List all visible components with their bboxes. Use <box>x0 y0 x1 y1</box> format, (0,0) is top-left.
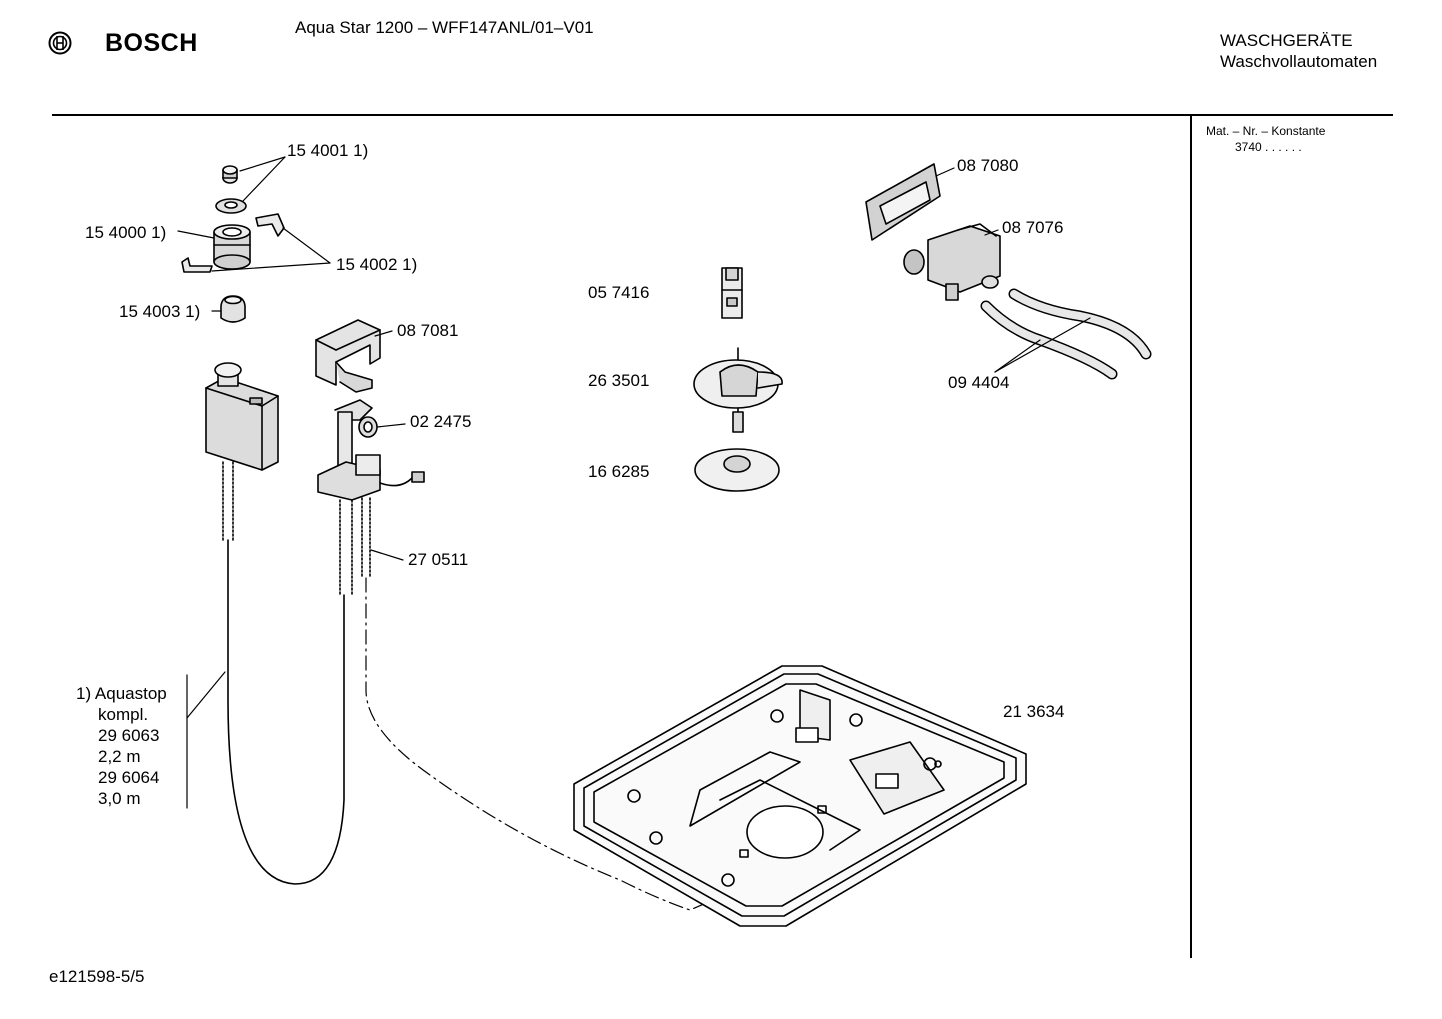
category-block: WASCHGERÄTE Waschvollautomaten <box>1220 30 1377 72</box>
leader-lines-aquastop <box>177 156 331 312</box>
inlet-hose-assembly <box>317 399 425 596</box>
part-label-094404: 09 4404 <box>948 373 1010 392</box>
part-label-087080: 08 7080 <box>957 156 1019 175</box>
note-line-3: 29 6063 <box>98 726 160 745</box>
part-label-154002: 15 4002 1) <box>336 255 418 274</box>
header-divider <box>52 114 1393 116</box>
aquastop-valve-box <box>205 362 279 471</box>
brand-name: BOSCH <box>105 29 198 57</box>
sidebar-divider <box>1190 116 1192 958</box>
note-line-6: 3,0 m <box>98 789 141 808</box>
nut-part-154001 <box>222 165 238 184</box>
part-label-022475: 02 2475 <box>410 412 472 431</box>
valve-part-087076 <box>903 223 1001 301</box>
panel-part-087080 <box>865 163 941 241</box>
part-label-154001: 15 4001 1) <box>287 141 369 160</box>
coupling-part-154000 <box>213 224 251 270</box>
clip-part-154002 <box>181 213 285 273</box>
sidebar-heading: Mat. – Nr. – Konstante <box>1206 124 1326 138</box>
seal-ring-part-022475 <box>358 416 378 438</box>
category-label: WASCHGERÄTE <box>1220 31 1353 50</box>
part-label-166285: 16 6285 <box>588 462 650 481</box>
part-label-154003: 15 4003 1) <box>119 302 201 321</box>
note-line-1: 1) Aquastop <box>76 684 167 703</box>
aquastop-hose <box>222 461 345 885</box>
subcategory-label: Waschvollautomaten <box>1220 52 1378 71</box>
aquastop-note-bracket <box>186 671 226 809</box>
washer-part-154001 <box>215 198 247 214</box>
document-id: e121598-5/5 <box>49 967 145 986</box>
part-label-087081: 08 7081 <box>397 321 459 340</box>
cover-part-087081 <box>315 319 381 393</box>
part-label-057416: 05 7416 <box>588 283 650 302</box>
routing-line <box>365 577 801 911</box>
connector-part-057416 <box>721 267 743 319</box>
cap-part-154003 <box>220 295 246 323</box>
aquastop-note: 1) Aquastop kompl. 29 6063 2,2 m 29 6064… <box>76 683 167 809</box>
note-line-5: 29 6064 <box>98 768 160 787</box>
part-label-263501: 26 3501 <box>588 371 650 390</box>
part-label-154000: 15 4000 1) <box>85 223 167 242</box>
bosch-logo-icon <box>48 31 72 60</box>
base-plate-part-213634 <box>573 665 1027 927</box>
sidebar: Mat. – Nr. – Konstante 3740 . . . . . . <box>1206 123 1325 155</box>
note-line-2: kompl. <box>98 705 149 724</box>
sidebar-value: 3740 . . . . . . <box>1235 140 1302 154</box>
part-label-270511: 27 0511 <box>408 550 469 569</box>
part-label-213634: 21 3634 <box>1003 702 1065 721</box>
leader-lines-094404 <box>994 317 1091 373</box>
note-line-4: 2,2 m <box>98 747 141 766</box>
bracket-part-263501 <box>693 347 783 433</box>
part-label-087076: 08 7076 <box>1002 218 1064 237</box>
foot-part-166285 <box>694 448 780 492</box>
page-title: Aqua Star 1200 – WFF147ANL/01–V01 <box>295 18 594 37</box>
